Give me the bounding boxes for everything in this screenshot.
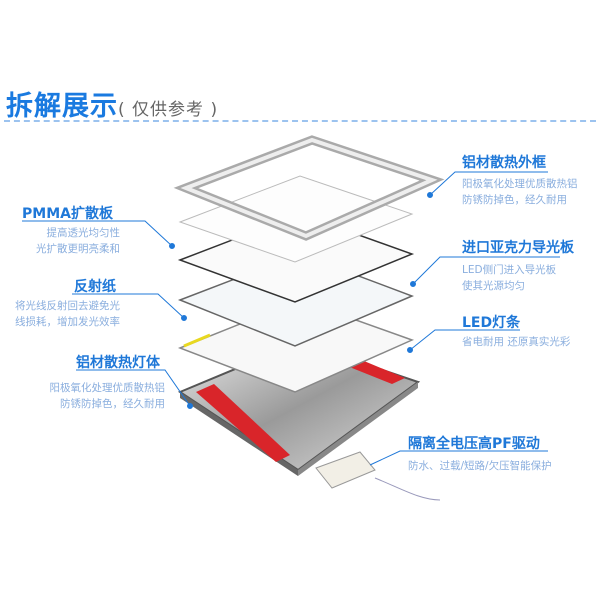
page-title: 拆解展示( 仅供参考 ) [6, 84, 218, 123]
aluminum-housing [177, 340, 421, 476]
aluminum-frame [173, 135, 445, 241]
callout-led-desc: 省电耐用 还原真实光彩 [462, 334, 570, 350]
title-subtitle: ( 仅供参考 ) [118, 100, 219, 120]
desc-line: 阳极氧化处理优质散热铝 [462, 178, 578, 190]
led-strip-left [196, 384, 290, 462]
desc-line: 线损耗，增加发光效率 [15, 316, 120, 328]
desc-line: 省电耐用 还原真实光彩 [462, 336, 571, 348]
desc-line: 提高透光均匀性 [46, 227, 121, 239]
callout-lgp-title: 进口亚克力导光板 [462, 240, 574, 256]
divider [4, 120, 596, 122]
pmma-diffuser [178, 175, 414, 263]
title-text: 拆解展示 [6, 91, 118, 122]
desc-line: LED侧门进入导光板 [462, 264, 557, 276]
callout-led-title: LED灯条 [462, 315, 521, 331]
callout-pmma-title: PMMA扩散板 [22, 206, 113, 222]
callout-reflector-desc: 将光线反射回去避免光线损耗，增加发光效率 [15, 298, 120, 330]
callout-driver-desc: 防水、过载/短路/欠压智能保护 [408, 458, 552, 474]
callout-pmma-desc: 提高透光均匀性光扩散更明亮柔和 [36, 225, 120, 257]
desc-line: 防锈防掉色，经久耐用 [60, 398, 165, 410]
desc-line: 光扩散更明亮柔和 [36, 243, 120, 255]
desc-line: 使其光源均匀 [462, 280, 525, 292]
callout-housing-desc: 阳极氧化处理优质散热铝防锈防掉色，经久耐用 [50, 380, 166, 412]
callout-driver-title: 隔离全电压高PF驱动 [408, 436, 540, 452]
desc-line: 防锈防掉色，经久耐用 [462, 194, 567, 206]
callout-frame-desc: 阳极氧化处理优质散热铝防锈防掉色，经久耐用 [462, 176, 578, 208]
desc-line: 防水、过载/短路/欠压智能保护 [408, 460, 552, 472]
callout-housing-title: 铝材散热灯体 [76, 355, 160, 371]
leader-lines [22, 171, 560, 466]
callout-reflector-title: 反射纸 [74, 279, 116, 295]
desc-line: 阳极氧化处理优质散热铝 [49, 382, 166, 394]
led-driver [315, 451, 441, 501]
callout-lgp-desc: LED侧门进入导光板使其光源均匀 [462, 262, 556, 294]
callout-frame-title: 铝材散热外框 [462, 155, 546, 171]
desc-line: 将光线反射回去避免光 [15, 300, 120, 312]
